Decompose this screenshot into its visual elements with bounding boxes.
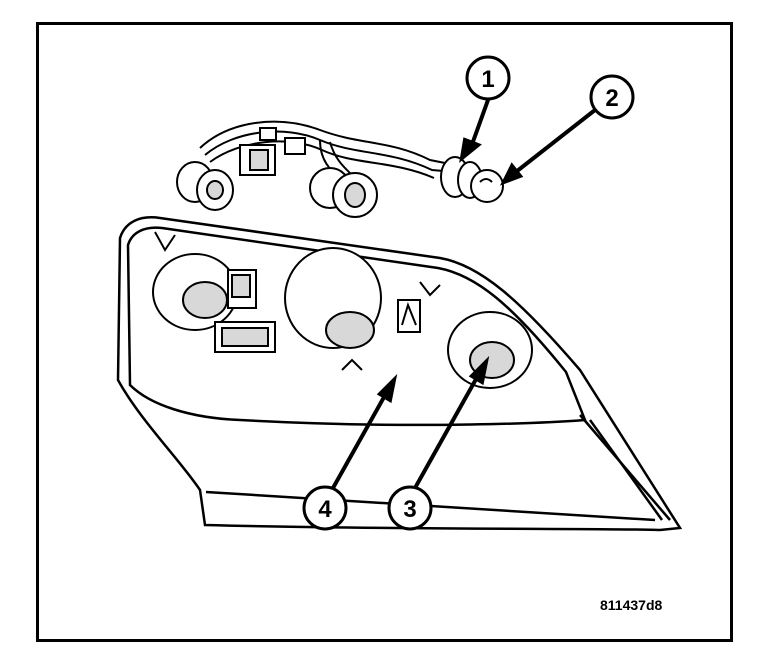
callout-1: 1 [465,55,511,101]
callout-4: 4 [302,485,348,531]
figure-id-label: 811437d8 [600,597,663,613]
callout-2-number: 2 [605,85,618,112]
callout-3-number: 3 [403,496,416,523]
callout-4-number: 4 [318,496,332,523]
callout-3: 3 [387,485,433,531]
bulb-socket-left [176,161,234,211]
bulb-socket-right [440,156,504,203]
lamp-cavities [152,231,533,389]
bulb-socket-middle [309,167,378,218]
callout-2: 2 [589,74,635,120]
leader-lines [331,99,597,489]
wire-harness [199,120,456,179]
callout-1-number: 1 [481,66,494,93]
